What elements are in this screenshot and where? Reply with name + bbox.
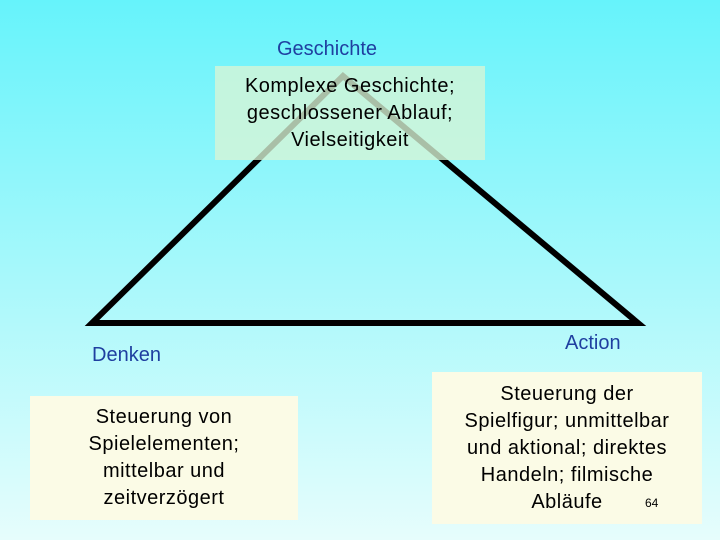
action-line-5: Abläufe [531, 490, 603, 513]
page-number: 64 [645, 496, 659, 510]
denken-line-1: Steuerung von [95, 406, 233, 428]
geschichte-line-2: geschlossener Ablauf; [246, 101, 454, 124]
geschichte-line-1: Komplexe Geschichte; [244, 74, 456, 97]
triangle-shape [84, 71, 647, 326]
action-line-2: Spielfigur; unmittelbar [464, 409, 670, 432]
denken-description-box: Steuerung von Spielelementen; mittelbar … [30, 396, 298, 520]
denken-line-3: mittelbar und [102, 460, 226, 482]
action-line-1: Steuerung der [500, 382, 634, 405]
action-line-4: Handeln; filmische [480, 463, 654, 486]
geschichte-description-box: Komplexe Geschichte; geschlossener Ablau… [215, 66, 485, 160]
vertex-label-action: Action [565, 332, 621, 354]
denken-line-2: Spielelementen; [88, 433, 240, 455]
action-line-3: und aktional; direktes [466, 436, 667, 459]
vertex-label-geschichte: Geschichte [277, 38, 378, 60]
geschichte-line-3: Vielseitigkeit [291, 128, 409, 151]
denken-line-4: zeitverzögert [103, 487, 225, 509]
action-description-box: Steuerung der Spielfigur; unmittelbar un… [432, 372, 702, 524]
vertex-label-denken: Denken [92, 344, 161, 366]
